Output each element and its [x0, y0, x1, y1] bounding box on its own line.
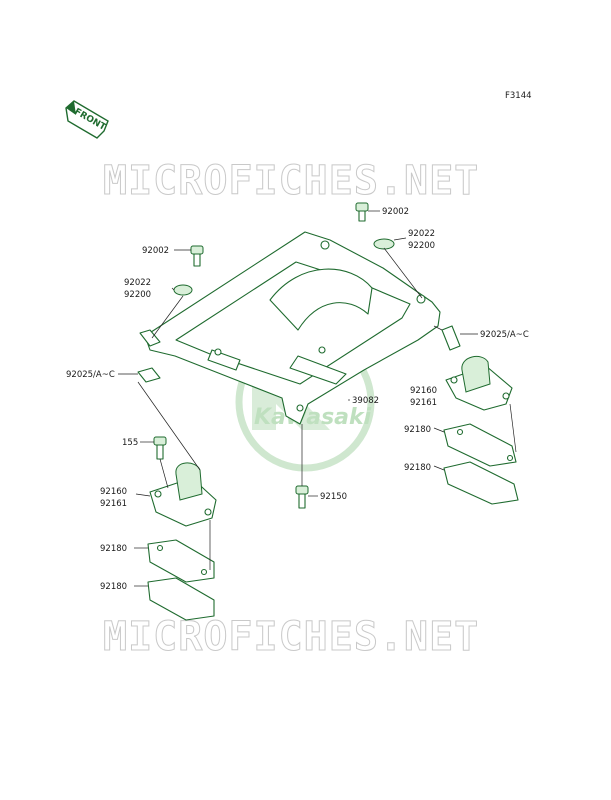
shim-92025-left: [137, 367, 161, 383]
logo-text: Kawasaki: [254, 405, 372, 430]
label-92022-right: 92022: [408, 229, 435, 239]
label-92200-right: 92200: [408, 241, 435, 251]
bolt-92150: [295, 485, 309, 509]
label-92160-right: 92160: [410, 386, 437, 396]
label-92002-top: 92002: [382, 207, 409, 217]
label-92025-right: 92025/A~C: [480, 330, 529, 340]
engine-mount-left: [149, 462, 217, 527]
washer-92022-right: [373, 238, 395, 250]
bolt-92002-left: [190, 245, 204, 267]
label-92180-right-2: 92180: [404, 463, 431, 473]
label-92002-left: 92002: [142, 246, 169, 256]
label-92180-left-1: 92180: [100, 544, 127, 554]
label-92025-left: 92025/A~C: [66, 370, 115, 380]
label-39082: 39082: [352, 396, 379, 406]
front-arrow-icon: FRONT: [65, 100, 109, 139]
watermark-top: MICROFICHES.NET: [103, 158, 479, 204]
bolt-92002-top: [355, 202, 369, 222]
label-155: 155: [122, 438, 138, 448]
mount-pad-right-2: [443, 461, 519, 505]
shim-92025-right: [441, 325, 461, 351]
figure-code: F3144: [505, 91, 532, 101]
label-92160-left: 92160: [100, 487, 127, 497]
mount-pad-left-1: [147, 539, 215, 583]
label-92161-left: 92161: [100, 499, 127, 509]
washer-92022-left: [173, 284, 193, 296]
label-92150: 92150: [320, 492, 347, 502]
label-92022-left: 92022: [124, 278, 151, 288]
leader-lines: [118, 210, 517, 587]
label-92180-right-1: 92180: [404, 425, 431, 435]
bolt-155: [153, 436, 167, 460]
label-92200-left: 92200: [124, 290, 151, 300]
engine-mount-frame: [139, 231, 441, 425]
engine-mount-right: [445, 355, 513, 411]
label-92180-left-2: 92180: [100, 582, 127, 592]
watermark-bottom: MICROFICHES.NET: [103, 614, 479, 660]
label-92161-right: 92161: [410, 398, 437, 408]
mount-pad-right-1: [443, 423, 517, 467]
mount-pad-left-2: [147, 577, 215, 621]
